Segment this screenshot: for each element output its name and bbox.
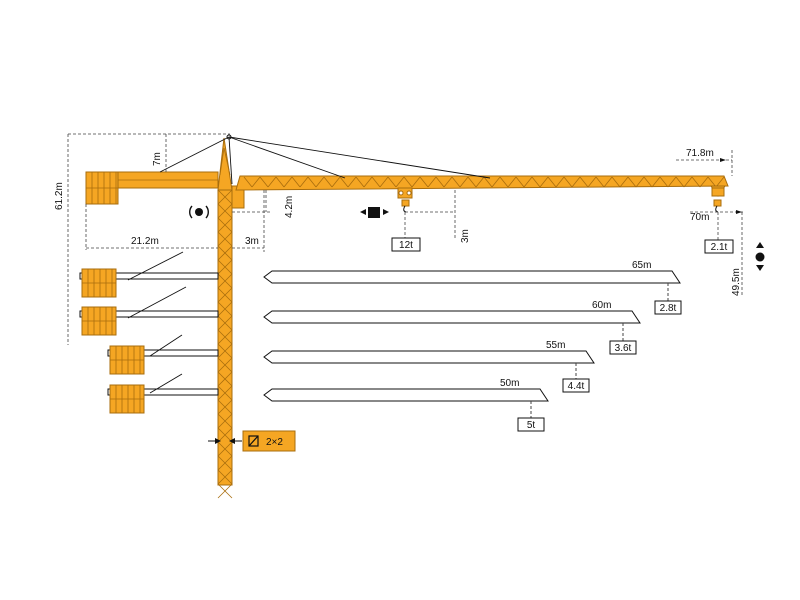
- trolley-tip: [711, 187, 725, 213]
- label-max-radius: 71.8m: [686, 148, 714, 159]
- label-tip-radius: 70m: [690, 212, 709, 223]
- jib-config-load: 2.8t: [660, 303, 677, 314]
- jib-config-load: 5t: [527, 420, 536, 431]
- jib-config-length: 60m: [592, 300, 611, 311]
- label-jib-depth: 4.2m: [284, 196, 295, 218]
- label-hook-height: 49.5m: [731, 268, 742, 296]
- label-counter-jib-length: 21.2m: [131, 236, 159, 247]
- counter-jib: [85, 171, 219, 205]
- pendant-ties: [159, 136, 491, 185]
- jib-configurations: 65m 2.8t 60m 3.6t 55m 4.4t 50m 5t: [263, 260, 682, 432]
- jib-config-2: 55m 4.4t: [263, 340, 595, 393]
- jib-config-load: 4.4t: [568, 381, 585, 392]
- hoist-updown-icon: [755, 242, 765, 271]
- counterweight-options: [79, 251, 219, 414]
- trolley-travel-icon: [360, 207, 389, 218]
- trolley-near: [397, 187, 413, 213]
- jib-config-1: 60m 3.6t: [263, 300, 641, 355]
- jib-config-length: 50m: [500, 378, 519, 389]
- counterweight-option-1: [79, 286, 219, 336]
- jib-config-load: 3.6t: [615, 343, 632, 354]
- jib-config-3: 50m 5t: [263, 378, 549, 432]
- mast-section-label: 2×2: [266, 437, 283, 448]
- max-load-box: 12t: [391, 237, 421, 252]
- tip-load-label: 2.1t: [711, 242, 728, 253]
- mast-section-badge: 2×2: [208, 430, 296, 452]
- label-hook-drop: 3m: [460, 229, 471, 243]
- hook-near: [401, 199, 410, 207]
- mast-section-icon: [248, 435, 259, 447]
- counterweight-option-0: [79, 251, 219, 298]
- tower-head: [217, 134, 233, 191]
- jib-config-length: 55m: [546, 340, 565, 351]
- tower-mast: [217, 189, 233, 499]
- tip-load-box: 2.1t: [704, 239, 734, 254]
- counterweight-option-3: [107, 373, 219, 414]
- counterweight-option-2: [107, 334, 219, 375]
- jib-config-length: 65m: [632, 260, 651, 271]
- jib: [235, 175, 729, 191]
- slewing-icon: [189, 205, 209, 219]
- label-total-height: 61.2m: [54, 182, 65, 210]
- jib-config-0: 65m 2.8t: [263, 260, 682, 315]
- label-tower-offset: 3m: [245, 236, 259, 247]
- label-counter-jib-height: 7m: [152, 152, 163, 166]
- hook-tip: [713, 199, 722, 207]
- max-load-label: 12t: [399, 240, 413, 251]
